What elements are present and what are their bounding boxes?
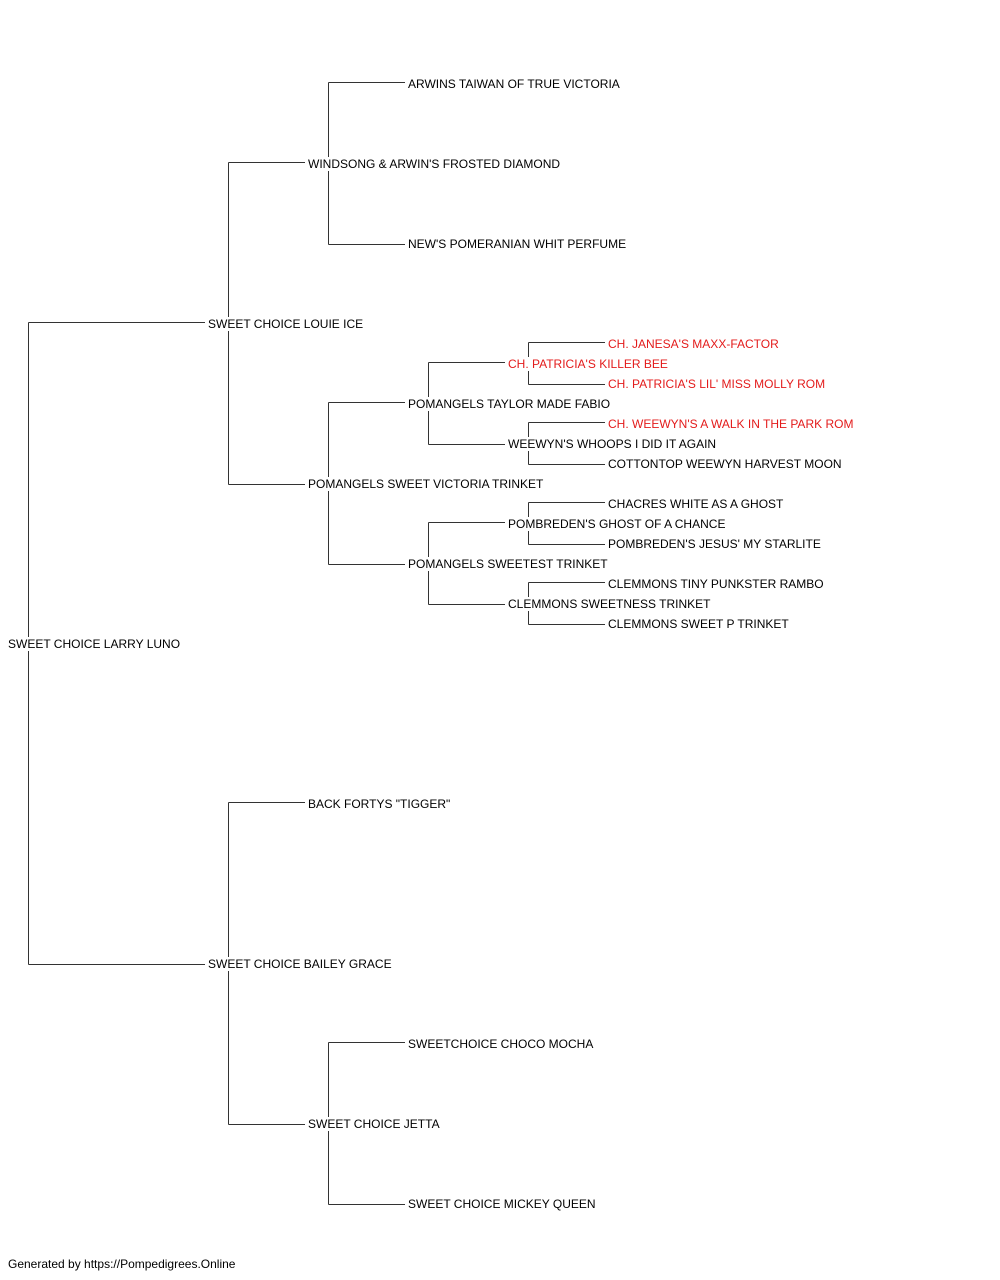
sire-dam-sire-sire-name: CH. PATRICIA'S KILLER BEE [508, 357, 670, 371]
dam-name: SWEET CHOICE BAILEY GRACE [208, 957, 394, 971]
sire-sire-dam-name: NEW'S POMERANIAN WHIT PERFUME [408, 237, 629, 251]
sire-dam-name: POMANGELS SWEET VICTORIA TRINKET [308, 477, 546, 491]
sire-dam-sire-dam-dam-name: COTTONTOP WEEWYN HARVEST MOON [608, 457, 844, 471]
dam-sire-name: BACK FORTYS "TIGGER" [308, 797, 453, 811]
sire-dam-dam-dam-name: CLEMMONS SWEETNESS TRINKET [508, 597, 713, 611]
sire-dam-sire-dam-sire-name: CH. WEEWYN'S A WALK IN THE PARK ROM [608, 417, 856, 431]
dam-dam-dam-name: SWEET CHOICE MICKEY QUEEN [408, 1197, 598, 1211]
sire-dam-sire-sire-dam-name: CH. PATRICIA'S LIL' MISS MOLLY ROM [608, 377, 828, 391]
sire-dam-dam-name: POMANGELS SWEETEST TRINKET [408, 557, 610, 571]
sire-dam-sire-name: POMANGELS TAYLOR MADE FABIO [408, 397, 613, 411]
generated-by-footer: Generated by https://Pompedigrees.Online [8, 1257, 236, 1271]
sire-dam-dam-sire-name: POMBREDEN'S GHOST OF A CHANCE [508, 517, 728, 531]
sire-sire-name: WINDSONG & ARWIN'S FROSTED DIAMOND [308, 157, 563, 171]
dam-dam-sire-name: SWEETCHOICE CHOCO MOCHA [408, 1037, 596, 1051]
sire-dam-dam-sire-dam-name: POMBREDEN'S JESUS' MY STARLITE [608, 537, 823, 551]
sire-dam-sire-dam-name: WEEWYN'S WHOOPS I DID IT AGAIN [508, 437, 719, 451]
dam-dam-name: SWEET CHOICE JETTA [308, 1117, 442, 1131]
sire-dam-dam-sire-sire-name: CHACRES WHITE AS A GHOST [608, 497, 786, 511]
sire-dam-sire-sire-sire-name: CH. JANESA'S MAXX-FACTOR [608, 337, 781, 351]
subject-name: SWEET CHOICE LARRY LUNO [8, 637, 183, 651]
sire-dam-dam-dam-sire-name: CLEMMONS TINY PUNKSTER RAMBO [608, 577, 826, 591]
sire-name: SWEET CHOICE LOUIE ICE [208, 317, 366, 331]
sire-dam-dam-dam-dam-name: CLEMMONS SWEET P TRINKET [608, 617, 791, 631]
sire-sire-sire-name: ARWINS TAIWAN OF TRUE VICTORIA [408, 77, 622, 91]
